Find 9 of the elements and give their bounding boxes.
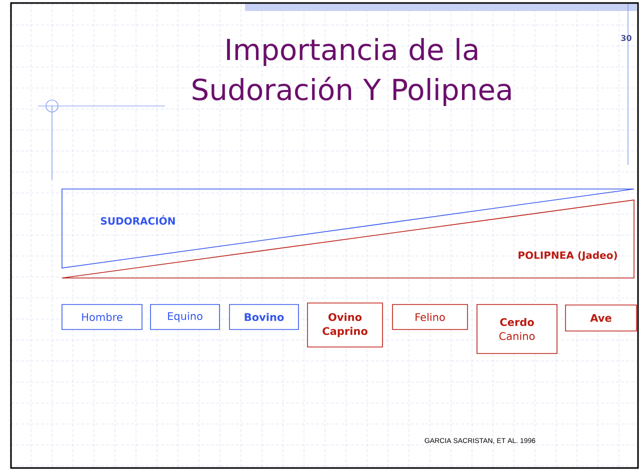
animal-box: Ovino Caprino	[307, 302, 383, 348]
animal-box: Equino	[150, 304, 220, 330]
animal-box: Bovino	[229, 304, 299, 330]
animal-box: Ave	[565, 304, 637, 332]
title: Importancia de la Sudoración Y Polipnea	[192, 38, 511, 106]
animal-box: Hombre	[62, 304, 142, 330]
animal-box: Felino	[392, 304, 468, 330]
page-number: 30	[621, 34, 632, 42]
animal-box: Cerdo Canino	[476, 304, 558, 354]
